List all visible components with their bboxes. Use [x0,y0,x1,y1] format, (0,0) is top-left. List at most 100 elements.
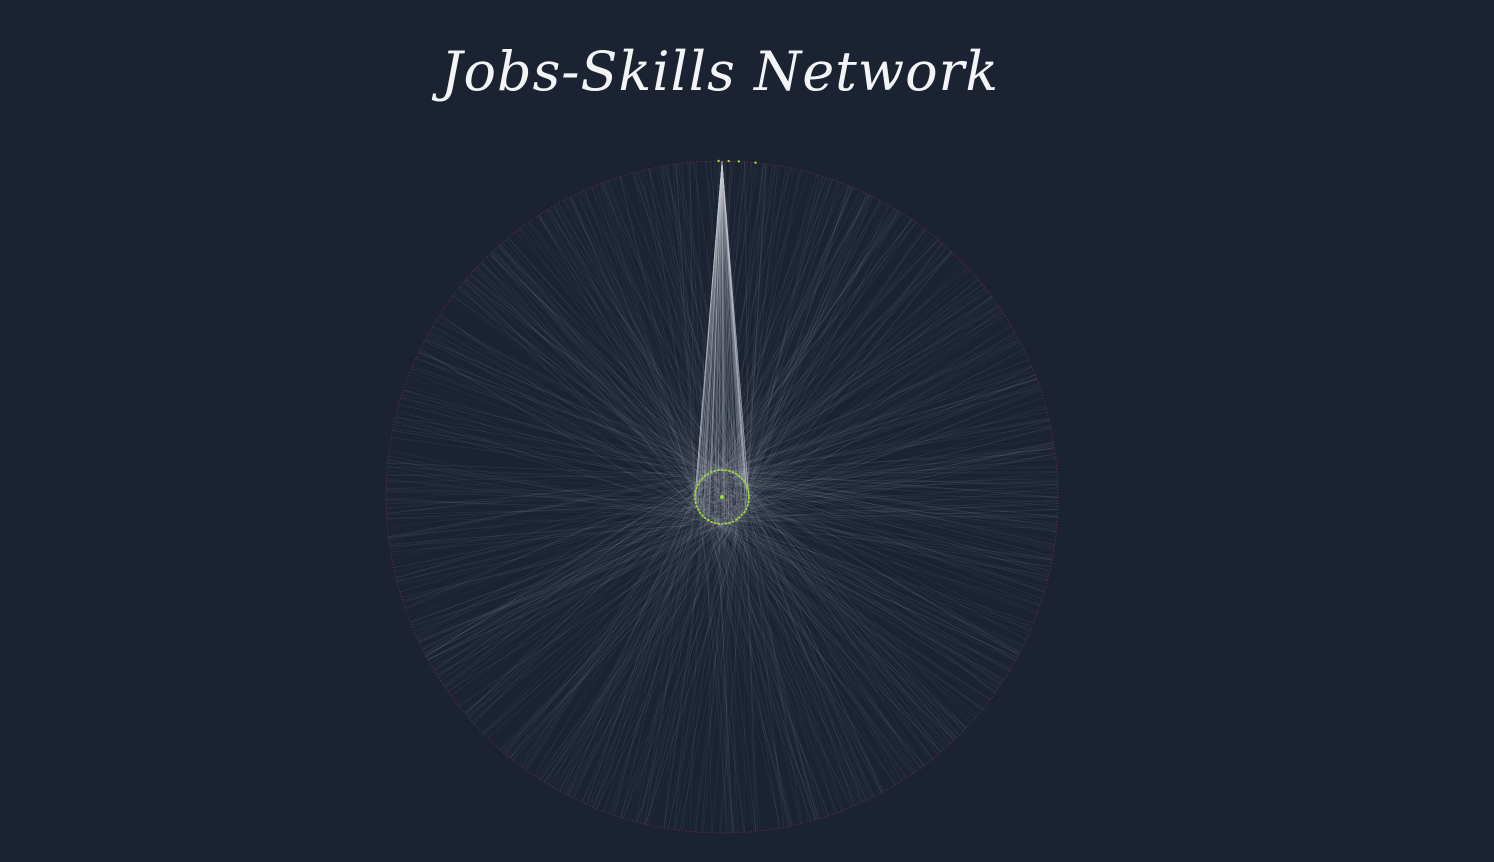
edge [745,163,764,511]
edge [730,522,761,831]
edge [570,499,750,797]
edge [701,160,723,479]
edge [703,160,723,477]
edge [714,452,1056,472]
edge [711,387,1040,473]
edge [704,172,809,476]
edge [661,166,696,498]
edge [714,379,1037,472]
edge [748,295,992,495]
edge [391,486,697,561]
edge [747,163,766,491]
edge [420,348,707,520]
edge [439,314,696,492]
outer-node[interactable] [737,160,740,163]
edge [719,523,1029,635]
edge [721,160,747,485]
edge [675,517,740,830]
edge [386,488,696,493]
edge [603,477,704,812]
edge [573,516,705,799]
edge [403,389,708,475]
edge [526,471,713,771]
edge [399,492,749,593]
edge [711,161,733,523]
edge [409,371,749,503]
edge [422,343,713,523]
edge [730,418,1049,472]
edge [695,279,979,505]
edge [591,187,698,508]
edge [702,515,1053,559]
edge [389,518,706,545]
edge [748,501,902,782]
edge [703,250,952,518]
edge [465,497,696,715]
edge [687,162,701,482]
edge [741,477,941,753]
edge [402,508,747,602]
edge [725,523,1049,576]
edge [746,196,874,486]
edge [430,471,731,664]
edge [711,521,842,812]
edge [717,200,881,524]
edge [698,482,851,808]
edge [593,484,699,808]
edge [731,200,881,472]
edge [603,182,744,481]
edge [721,160,736,521]
edge [387,482,746,528]
edge [711,160,723,472]
edge [404,469,722,608]
edge [705,161,736,474]
edge [746,485,1057,532]
edge [699,341,1021,513]
edge [698,162,759,511]
edge [729,522,820,819]
edge [695,160,723,492]
edge [499,244,696,497]
edge [742,479,1001,686]
edge [453,294,736,521]
edge [708,473,1051,570]
edge [694,160,723,495]
edge [450,480,744,697]
edge [700,164,774,514]
edge [747,503,863,803]
edge [713,163,764,523]
edge [425,471,732,656]
edge [748,407,1046,494]
edge [712,304,998,523]
edge [658,166,744,480]
edge [748,175,820,500]
edge [697,184,847,486]
edge [715,160,723,471]
edge [748,231,929,500]
edge [721,160,742,479]
edge [747,251,952,505]
edge [408,476,741,619]
edge [709,472,733,833]
edge [721,160,730,472]
edge [566,522,730,796]
outer-node[interactable] [717,159,720,163]
edge [721,160,724,524]
outer-node[interactable] [754,161,757,164]
edge [740,208,895,478]
center-node[interactable] [720,495,724,499]
outer-node[interactable] [727,159,730,163]
edge [512,486,748,761]
edge [693,162,740,477]
edge [395,489,697,579]
edge [707,160,723,521]
edge [419,349,707,520]
edge [721,160,747,510]
edge [744,482,1056,541]
edge [473,270,698,488]
edge [433,474,739,671]
edge [747,300,996,491]
edge [580,192,749,491]
edge [738,476,948,747]
